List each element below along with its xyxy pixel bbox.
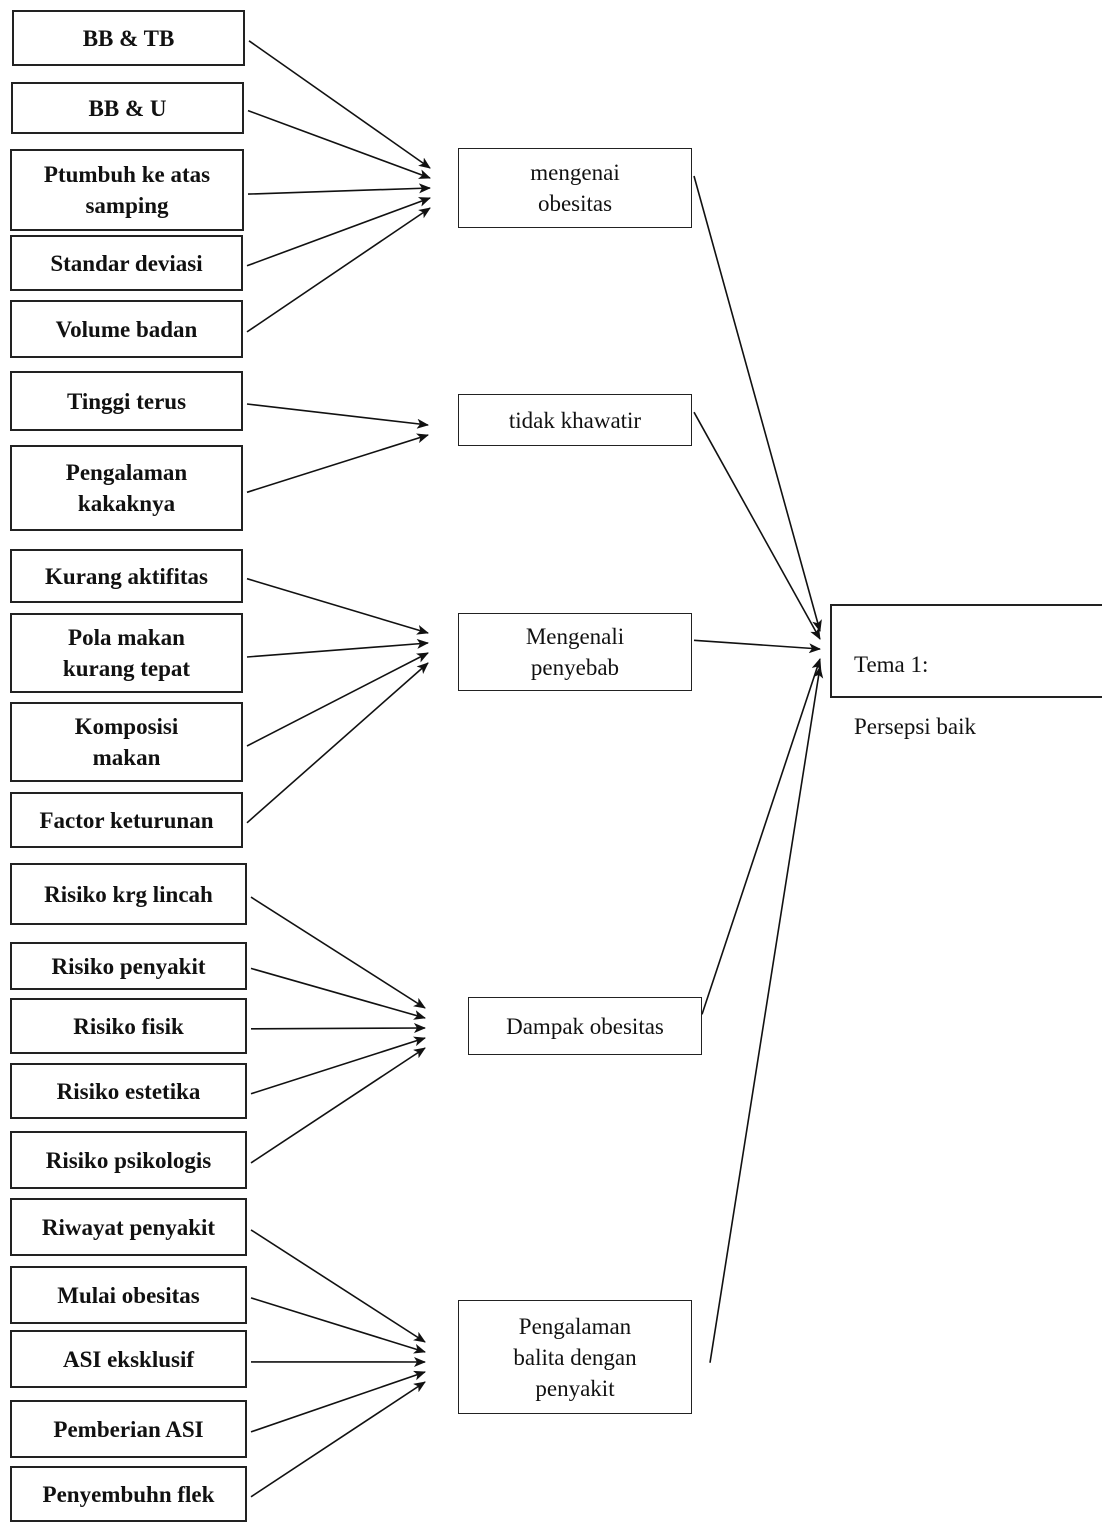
arrow-c6-to-k2	[246, 403, 429, 429]
arrow-c14-to-k4	[250, 1023, 426, 1034]
arrow-k2-to-theme	[693, 411, 821, 640]
category-box-tidak-khawatir: tidak khawatir	[458, 394, 692, 446]
arrow-c17-to-k5	[250, 1229, 426, 1343]
code-box-volume-badan: Volume badan	[10, 300, 243, 358]
code-box-pola-makan: Pola makan kurang tepat	[10, 613, 243, 693]
category-box-pengalaman-balita: Pengalaman balita dengan penyakit	[458, 1300, 692, 1414]
code-box-bb-u: BB & U	[11, 82, 244, 134]
arrow-k1-to-theme	[693, 175, 822, 632]
category-box-dampak-obesitas: Dampak obesitas	[468, 997, 702, 1055]
arrow-c16-to-k4	[250, 1047, 426, 1164]
code-box-ptumbuh: Ptumbuh ke atas samping	[10, 149, 244, 231]
theme-label: Persepsi baik	[854, 714, 977, 739]
code-box-risiko-fisik: Risiko fisik	[10, 998, 247, 1054]
arrow-c3-to-k1	[247, 183, 431, 195]
theme-box-tema-1: Tema 1: Persepsi baik	[830, 604, 1102, 739]
code-box-asi-eksklusif: ASI eksklusif	[10, 1330, 247, 1388]
code-box-pemberian-asi: Pemberian ASI	[10, 1400, 247, 1458]
arrow-c1-to-k1	[248, 40, 431, 169]
code-box-risiko-penyakit: Risiko penyakit	[10, 942, 247, 990]
arrow-c21-to-k5	[250, 1381, 426, 1498]
arrow-c2-to-k1	[247, 109, 431, 179]
code-box-pengalaman-kakaknya: Pengalaman kakaknya	[10, 445, 243, 531]
arrow-c13-to-k4	[250, 967, 426, 1020]
code-box-bb-tb: BB & TB	[12, 10, 245, 66]
code-box-komposisi-makan: Komposisi makan	[10, 702, 243, 782]
code-box-risiko-psikologis: Risiko psikologis	[10, 1131, 247, 1189]
arrow-c7-to-k2	[246, 433, 429, 494]
code-box-factor-keturunan: Factor keturunan	[10, 792, 243, 848]
arrow-c9-to-k3	[246, 638, 429, 658]
code-box-risiko-estetika: Risiko estetika	[10, 1063, 247, 1119]
code-box-standar-deviasi: Standar deviasi	[10, 235, 243, 291]
category-box-mengenai-obesitas: mengenai obesitas	[458, 148, 692, 228]
code-box-riwayat-penyakit: Riwayat penyakit	[10, 1198, 247, 1256]
arrow-k4-to-theme	[701, 658, 822, 1015]
code-box-mulai-obesitas: Mulai obesitas	[10, 1266, 247, 1324]
arrow-c20-to-k5	[250, 1370, 426, 1433]
code-box-penyembuhn-flek: Penyembuhn flek	[10, 1466, 247, 1522]
arrow-k3-to-theme	[693, 639, 821, 654]
theme-title: Tema 1:	[854, 652, 929, 677]
arrow-k5-to-theme	[709, 666, 824, 1363]
arrow-c15-to-k4	[250, 1036, 426, 1095]
code-box-tinggi-terus: Tinggi terus	[10, 371, 243, 431]
code-box-risiko-krg-lincah: Risiko krg lincah	[10, 863, 247, 925]
arrow-c18-to-k5	[250, 1297, 426, 1354]
arrow-c8-to-k3	[246, 577, 429, 635]
arrow-c4-to-k1	[246, 197, 431, 267]
arrow-c5-to-k1	[246, 207, 431, 333]
arrow-c11-to-k3	[246, 662, 429, 824]
code-box-kurang-aktifitas: Kurang aktifitas	[10, 549, 243, 603]
category-box-mengenali-penyebab: Mengenali penyebab	[458, 613, 692, 691]
arrow-c12-to-k4	[250, 896, 426, 1009]
arrow-c10-to-k3	[246, 652, 429, 747]
